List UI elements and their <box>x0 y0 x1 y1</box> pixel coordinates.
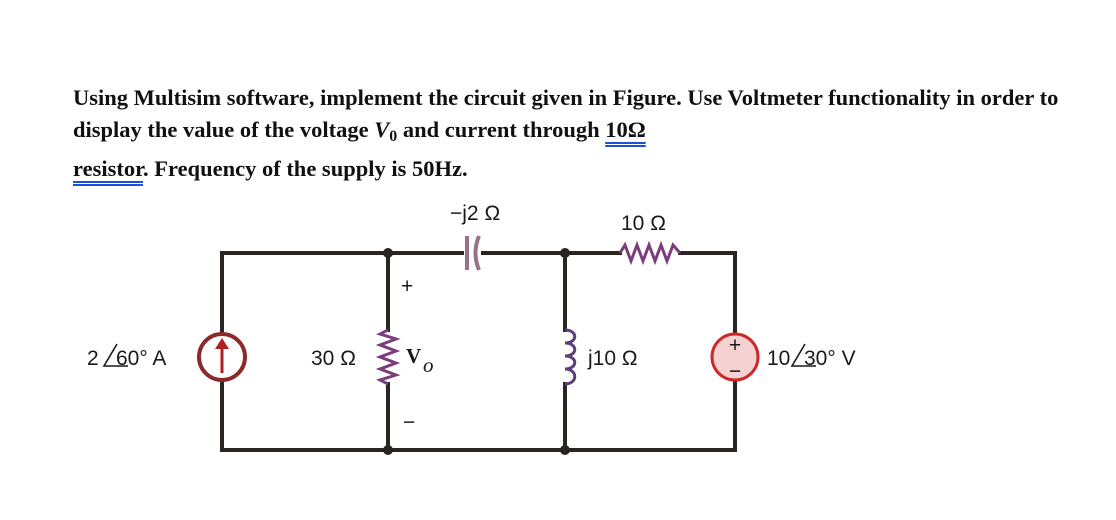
resistor-10-label: 10 Ω <box>621 212 666 235</box>
resistor-value-text: 10Ω <box>605 117 646 142</box>
problem-text-part3: . Frequency of the supply is 50Hz. <box>143 156 468 181</box>
current-source-angle: 60° A <box>116 347 166 370</box>
junction-bottom-r30 <box>383 445 393 455</box>
voltage-symbol: V <box>374 117 390 142</box>
capacitor-plate-right <box>473 235 481 271</box>
vo-plus-sign: + <box>401 275 413 298</box>
vsource-plus-sign: + <box>729 334 741 357</box>
junction-bottom-inductor <box>560 445 570 455</box>
inductor-coil <box>564 328 577 386</box>
junction-top-inductor <box>560 248 570 258</box>
capacitor <box>465 235 481 271</box>
voltage-source-magnitude: 10 <box>767 347 790 370</box>
resistor-30-label: 30 Ω <box>311 347 356 370</box>
vo-subscript: o <box>423 353 434 377</box>
junction-top-r30 <box>383 248 393 258</box>
problem-statement: Using Multisim software, implement the c… <box>73 82 1073 185</box>
resistor-word: resistor <box>73 156 143 181</box>
voltage-subscript: 0 <box>389 128 398 145</box>
problem-text-part1: Using Multisim software, implement the c… <box>73 85 1059 142</box>
vsource-angle-symbol-icon <box>790 343 816 367</box>
capacitor-label: −j2 Ω <box>450 202 500 225</box>
circuit-wires <box>220 251 737 452</box>
current-source-magnitude: 2 <box>87 347 99 370</box>
resistor-10-zigzag <box>618 240 682 266</box>
current-arrow-icon <box>215 338 229 349</box>
angle-symbol-icon <box>102 343 128 367</box>
current-source <box>197 332 247 382</box>
vo-minus-sign: − <box>403 411 415 434</box>
problem-text-part2: and current through <box>397 117 606 142</box>
voltage-source-angle: 30° V <box>804 347 856 370</box>
resistor-30-zigzag <box>375 328 401 386</box>
voltage-source-circle <box>710 332 760 382</box>
voltage-source: + − <box>710 332 760 383</box>
inductor-label: j10 Ω <box>587 347 638 370</box>
vsource-minus-sign: − <box>729 360 741 383</box>
vo-symbol: V <box>406 344 421 368</box>
junctions <box>383 248 570 455</box>
